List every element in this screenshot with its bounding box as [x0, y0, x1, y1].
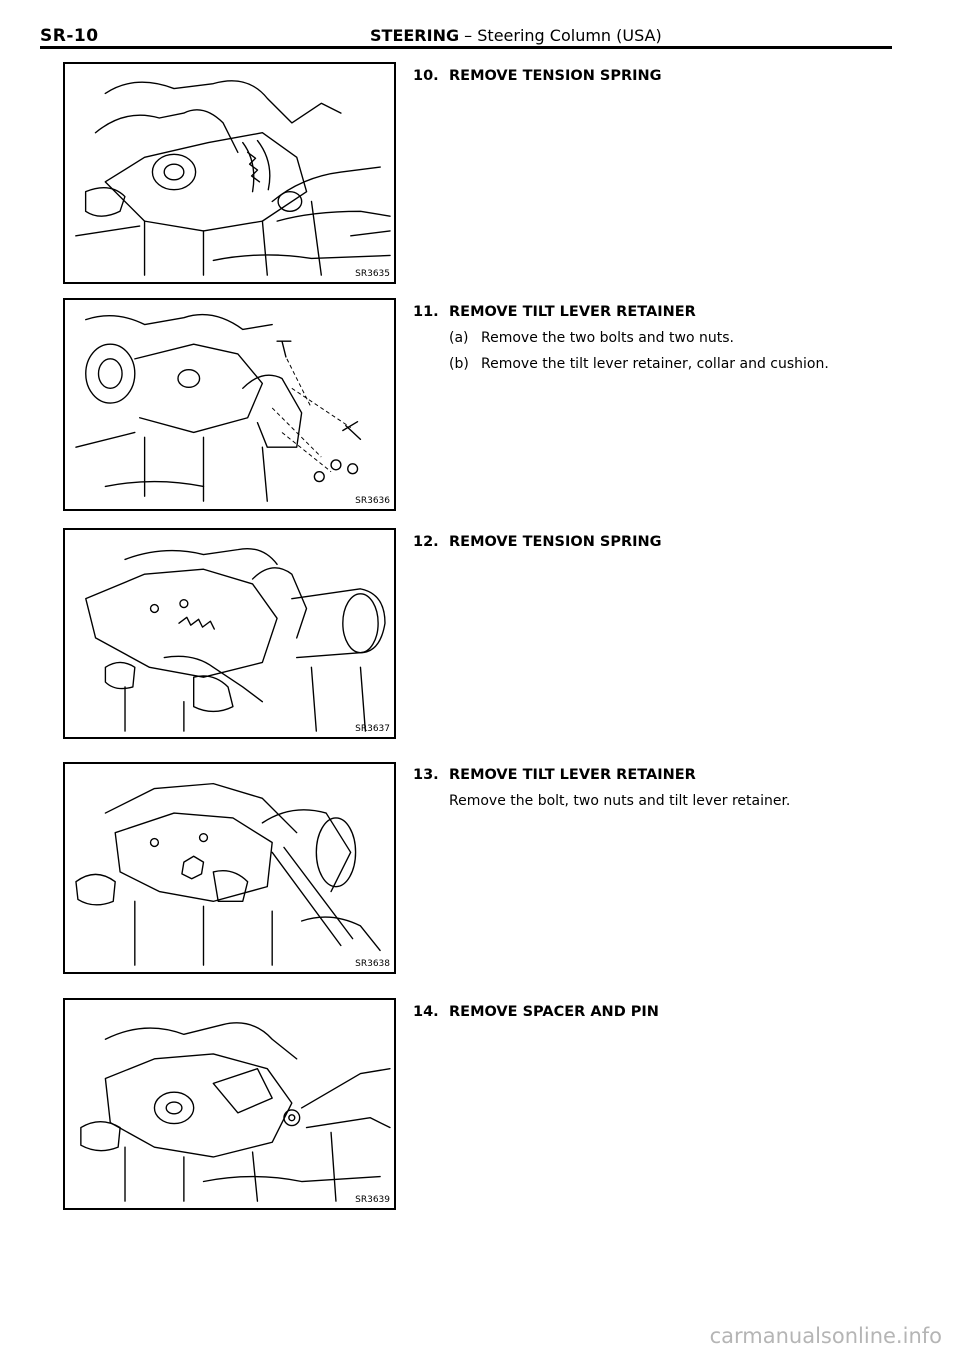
- step-number: 13.: [413, 767, 439, 783]
- step-number: 14.: [413, 1004, 439, 1020]
- section-subtitle: – Steering Column (USA): [459, 26, 662, 45]
- sub-step-text: Remove the two bolts and two nuts.: [481, 330, 734, 346]
- figure-remove-tension-spring-2: SR3637: [63, 528, 396, 739]
- step-title: 11. REMOVE TILT LEVER RETAINER: [413, 303, 913, 321]
- steering-column-illustration: [75, 313, 362, 502]
- step-title-text: REMOVE TILT LEVER RETAINER: [449, 767, 696, 783]
- figure-remove-spacer-and-pin: SR3639: [63, 998, 396, 1210]
- step-title-text: REMOVE SPACER AND PIN: [449, 1004, 659, 1020]
- step-number: 10.: [413, 68, 439, 84]
- step-number: 11.: [413, 304, 439, 320]
- steering-column-illustration: [85, 548, 386, 732]
- figure-code: SR3637: [355, 724, 390, 734]
- page-header: SR-10 STEERING – Steering Column (USA): [40, 26, 892, 49]
- step-14: 14. REMOVE SPACER AND PIN: [413, 1003, 913, 1021]
- step-title: 13. REMOVE TILT LEVER RETAINER: [413, 766, 913, 784]
- sub-step-a: (a) Remove the two bolts and two nuts.: [449, 325, 913, 351]
- step-title: 14. REMOVE SPACER AND PIN: [413, 1003, 913, 1021]
- step-text: Remove the bolt, two nuts and tilt lever…: [449, 793, 791, 809]
- sub-step-text: Remove the tilt lever retainer, collar a…: [481, 356, 829, 372]
- step-title-text: REMOVE TILT LEVER RETAINER: [449, 304, 696, 320]
- figure-remove-tilt-lever-retainer-2: SR3638: [63, 762, 396, 974]
- page-title: STEERING – Steering Column (USA): [370, 26, 662, 45]
- step-title-text: REMOVE TENSION SPRING: [449, 68, 662, 84]
- section-name: STEERING: [370, 26, 460, 45]
- sub-step-b: (b) Remove the tilt lever retainer, colla…: [449, 351, 913, 377]
- figure-code: SR3636: [355, 496, 390, 506]
- step-13: 13. REMOVE TILT LEVER RETAINER Remove the…: [413, 766, 913, 814]
- steering-column-illustration: [75, 80, 391, 276]
- figure-remove-tension-spring-1: SR3635: [63, 62, 396, 284]
- steering-column-illustration: [75, 782, 381, 966]
- step-12: 12. REMOVE TENSION SPRING: [413, 533, 913, 551]
- header-rule: [40, 46, 892, 49]
- page-code: SR-10: [40, 26, 99, 46]
- step-title: 10. REMOVE TENSION SPRING: [413, 67, 913, 85]
- step-11: 11. REMOVE TILT LEVER RETAINER (a) Remove …: [413, 303, 913, 377]
- step-title: 12. REMOVE TENSION SPRING: [413, 533, 913, 551]
- sub-step-label: (b): [449, 356, 469, 372]
- figure-code: SR3639: [355, 1195, 390, 1205]
- sub-step-label: (a): [449, 330, 469, 346]
- figure-remove-tilt-lever-retainer-1: SR3636: [63, 298, 396, 511]
- figure-code: SR3638: [355, 959, 390, 969]
- figure-code: SR3635: [355, 269, 390, 279]
- step-title-text: REMOVE TENSION SPRING: [449, 534, 662, 550]
- watermark: carmanualsonline.info: [709, 1324, 942, 1348]
- step-10: 10. REMOVE TENSION SPRING: [413, 67, 913, 85]
- steering-column-illustration: [80, 1022, 391, 1202]
- step-number: 12.: [413, 534, 439, 550]
